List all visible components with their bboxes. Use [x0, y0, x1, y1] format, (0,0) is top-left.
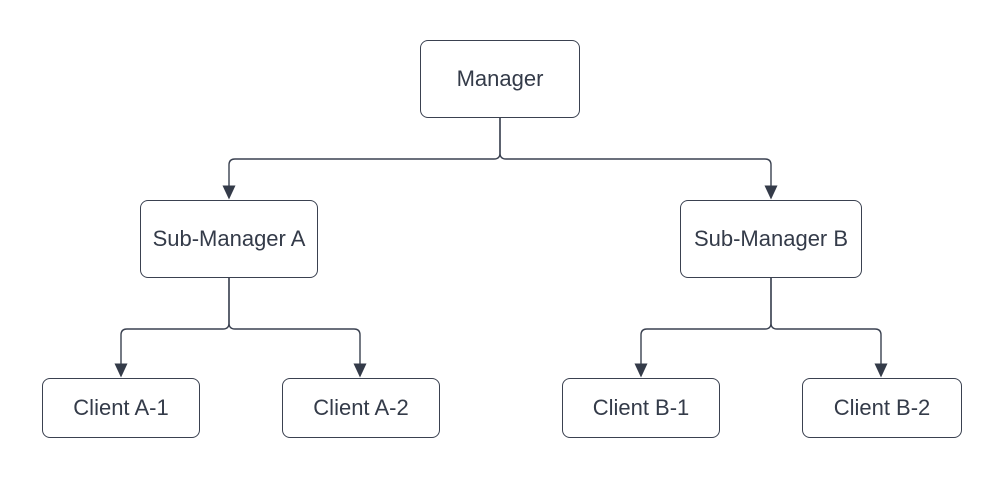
node-client-a1-label: Client A-1	[73, 394, 169, 420]
node-client-a2[interactable]: Client A-2	[282, 378, 440, 438]
arrowhead-client-a1	[114, 363, 128, 378]
edge-manager-to-sub-manager-a	[228, 118, 501, 186]
node-sub-manager-b-label: Sub-Manager B	[693, 225, 849, 251]
edge-sub-manager-b-to-client-b1	[640, 278, 772, 364]
node-sub-manager-a-label: Sub-Manager A	[152, 225, 306, 251]
node-manager-label: Manager	[456, 65, 544, 91]
edge-sub-manager-a-to-client-a1	[120, 278, 230, 364]
node-client-b2-label: Client B-2	[833, 394, 931, 420]
node-sub-manager-b[interactable]: Sub-Manager B	[680, 200, 862, 278]
arrowhead-sub-manager-b	[764, 185, 778, 200]
arrowhead-client-b1	[634, 363, 648, 378]
arrowhead-client-b2	[874, 363, 888, 378]
node-client-a2-label: Client A-2	[313, 394, 409, 420]
node-client-a1[interactable]: Client A-1	[42, 378, 200, 438]
node-client-b1[interactable]: Client B-1	[562, 378, 720, 438]
node-client-b2[interactable]: Client B-2	[802, 378, 962, 438]
edge-sub-manager-a-to-client-a2	[228, 278, 361, 364]
node-client-b1-label: Client B-1	[592, 394, 690, 420]
arrowhead-client-a2	[353, 363, 367, 378]
edge-manager-to-sub-manager-b	[499, 118, 772, 186]
node-sub-manager-a[interactable]: Sub-Manager A	[140, 200, 318, 278]
edge-sub-manager-b-to-client-b2	[770, 278, 882, 364]
arrowhead-sub-manager-a	[222, 185, 236, 200]
node-manager[interactable]: Manager	[420, 40, 580, 118]
